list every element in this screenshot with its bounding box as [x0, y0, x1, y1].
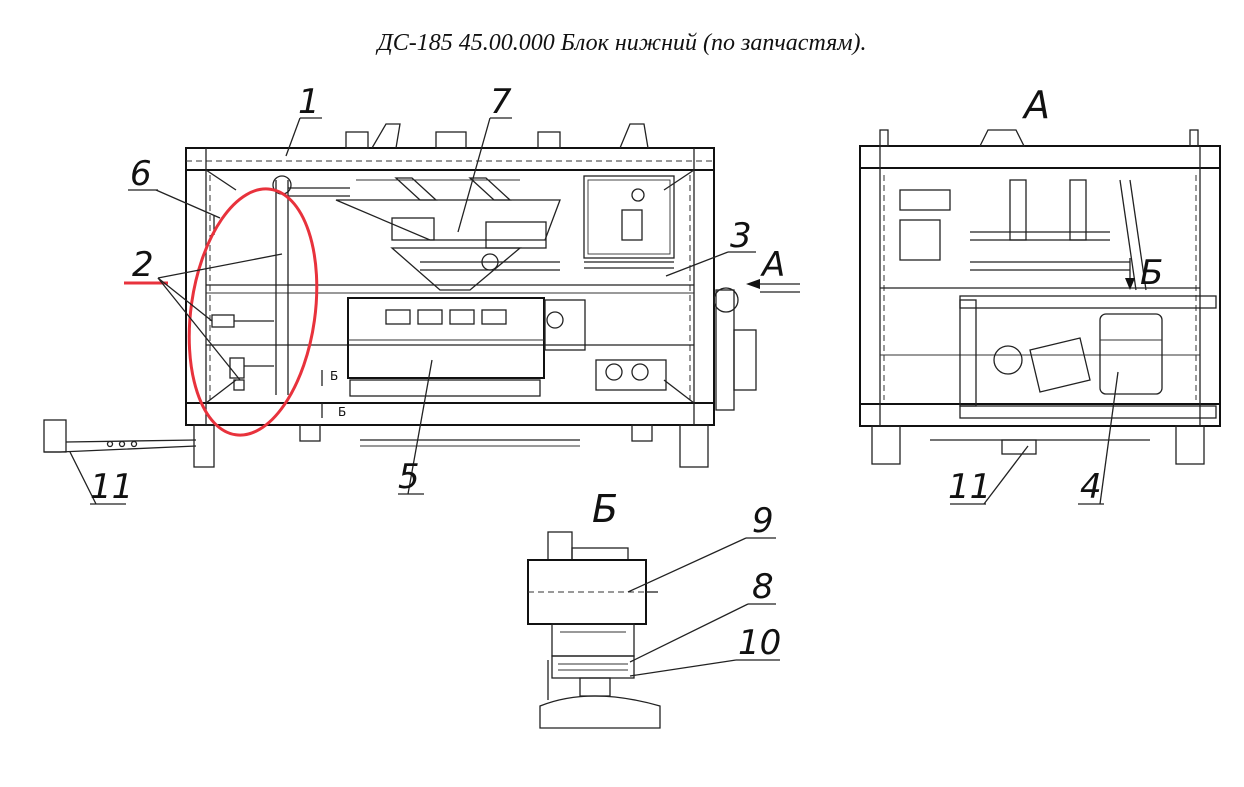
- section-mark-b-bottom: Б: [338, 405, 346, 419]
- callout-6: 7: [490, 82, 512, 122]
- callout-4: 4: [1080, 467, 1102, 507]
- callout-1: 1: [298, 82, 320, 122]
- highlight-ellipse: [187, 187, 319, 437]
- section-b-label: Б: [1140, 253, 1163, 293]
- callout-10: 10: [738, 623, 781, 663]
- callout-5: 5: [398, 457, 420, 497]
- callout-11-side: 11: [948, 467, 991, 507]
- detail-view-b: Б 9 8 10: [527, 487, 781, 729]
- section-arrow-a-label: А: [760, 245, 785, 285]
- view-a-label: А: [1021, 83, 1050, 127]
- view-b-label: Б: [592, 487, 618, 531]
- callout-11-main: 11: [90, 467, 133, 507]
- side-view-a: А: [859, 83, 1221, 507]
- callout-3: 3: [730, 216, 752, 256]
- section-mark-b-top: Б: [330, 369, 338, 383]
- main-view: Б Б 1 6 7 3 5 11 А 2: [43, 82, 800, 507]
- callout-9: 9: [752, 501, 774, 541]
- callout-8: 8: [752, 567, 774, 607]
- drawing-title: ДС-185 45.00.000 Блок нижний (по запчаст…: [377, 30, 867, 56]
- callout-2: 2: [132, 245, 154, 285]
- callout-7: 6: [130, 154, 152, 194]
